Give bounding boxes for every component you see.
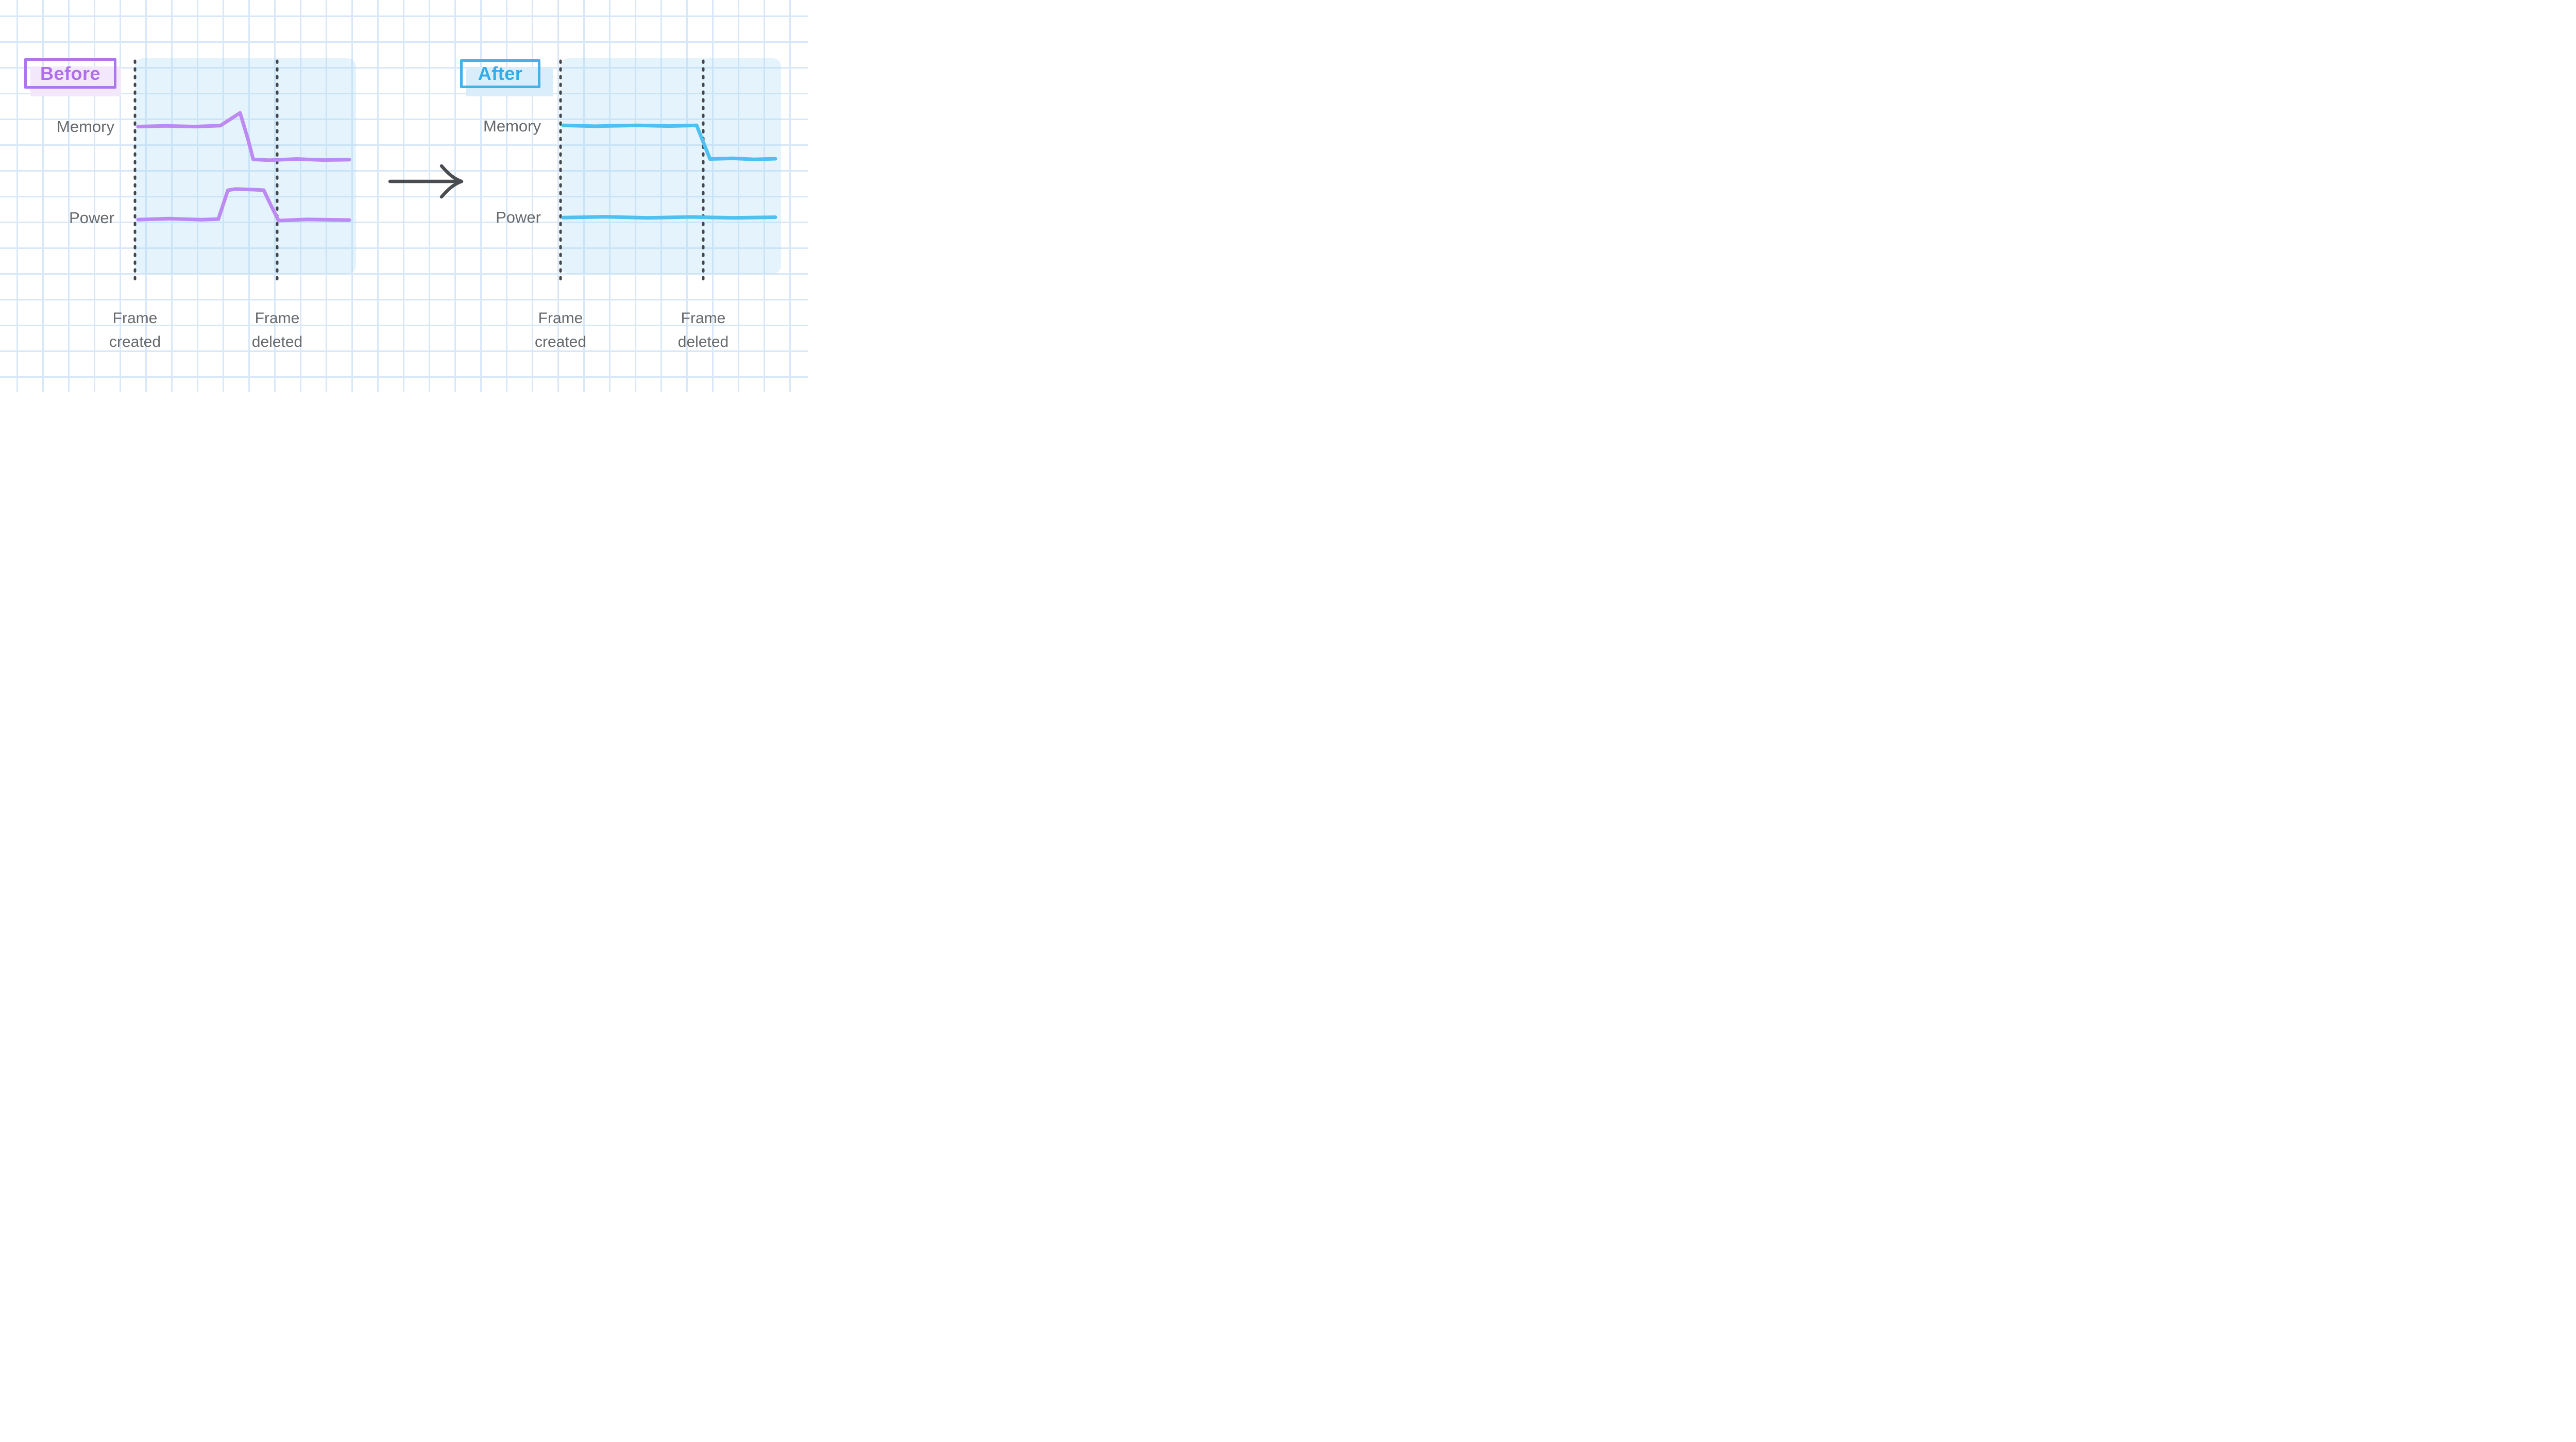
frame-lifetime-region-before (135, 58, 356, 274)
graph-paper-canvas: Before After Memory Power Memory Power F… (0, 0, 808, 392)
arrow-head (439, 164, 464, 199)
milestone-line1: Frame (112, 310, 158, 327)
before-label-fill (30, 66, 121, 96)
milestone-frame-deleted-before: Frame deleted (221, 307, 334, 354)
memory-line-after (561, 123, 777, 161)
milestone-frame-created-before: Frame created (78, 307, 192, 354)
milestone-line2: created (534, 333, 587, 350)
milestone-frame-deleted-after: Frame deleted (647, 307, 760, 354)
power-label-after: Power (496, 208, 541, 226)
chart-overlay-svg (133, 59, 777, 286)
power-line-before (136, 187, 351, 223)
milestone-line1: Frame (681, 310, 726, 327)
milestone-line1: Frame (255, 310, 300, 327)
before-label-text: Before (40, 62, 101, 84)
before-to-after-arrow (388, 164, 464, 199)
milestone-line2: created (109, 333, 161, 350)
power-label-before: Power (69, 209, 114, 227)
milestone-line2: deleted (677, 333, 729, 350)
before-series-group (136, 111, 351, 223)
memory-label-after: Memory (483, 117, 541, 135)
power-line-after (561, 215, 777, 220)
milestone-frame-created-after: Frame created (504, 307, 617, 354)
after-series-group (561, 123, 777, 220)
memory-line-before (136, 111, 351, 162)
after-label-text: After (478, 63, 523, 84)
milestone-line1: Frame (538, 310, 583, 327)
milestone-line2: deleted (251, 333, 303, 350)
frame-lifetime-region-after (561, 58, 781, 274)
after-label-box: After (460, 59, 540, 88)
before-label-box: Before (24, 58, 116, 89)
memory-label-before: Memory (57, 118, 114, 136)
